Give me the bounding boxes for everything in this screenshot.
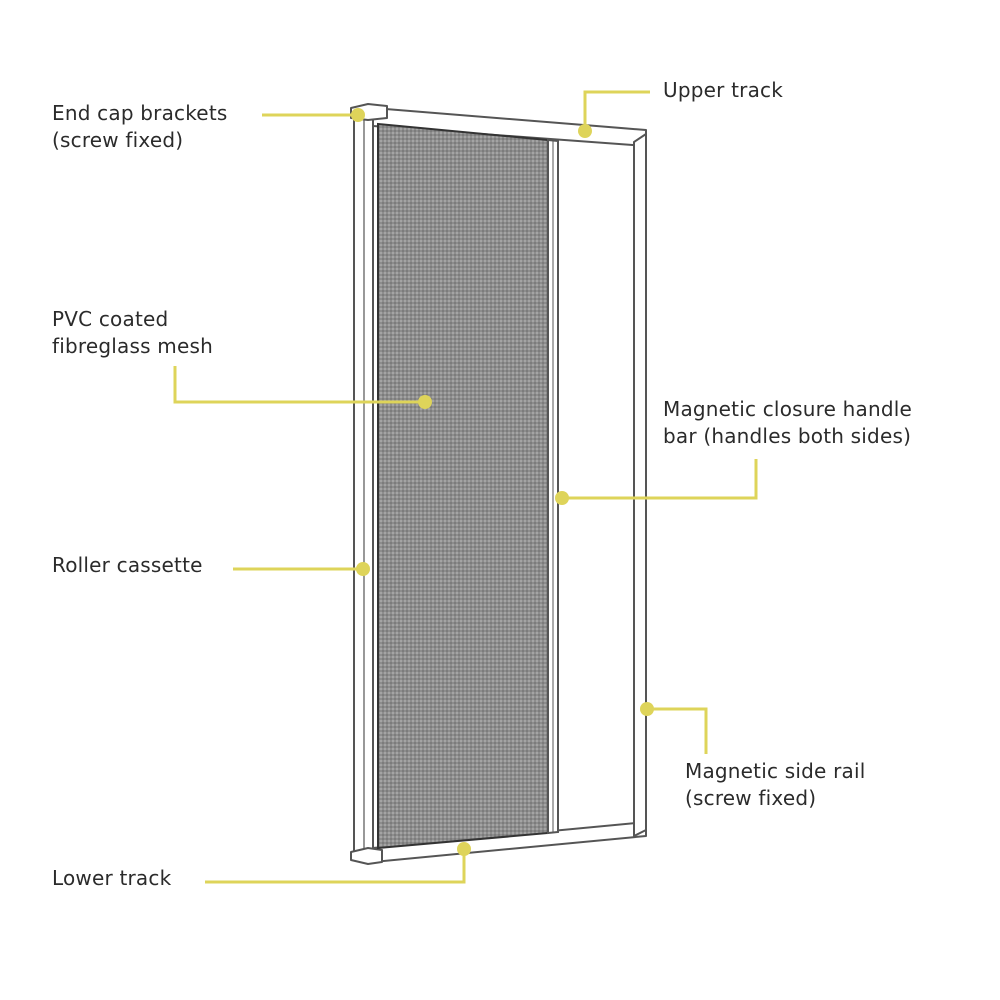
mesh-panel-shape: [377, 122, 549, 850]
callout-line-handle: [563, 459, 758, 500]
label-magnetic-handle: Magnetic closure handle bar (handles bot…: [663, 396, 912, 450]
label-roller-cassette: Roller cassette: [52, 552, 203, 579]
side-rail-shape: [633, 133, 647, 837]
handle-bar-shape: [547, 138, 559, 835]
callouts: [173, 90, 758, 884]
callout-dots: [351, 108, 654, 856]
callout-line-upper-track: [583, 90, 650, 130]
label-end-cap-brackets-line1: End cap brackets: [52, 101, 228, 125]
label-magnetic-side-rail: Magnetic side rail (screw fixed): [685, 758, 865, 812]
door-frame: [350, 103, 647, 865]
label-upper-track-line1: Upper track: [663, 78, 784, 102]
callout-dot-upper-track: [578, 124, 592, 138]
callout-dot-cassette: [356, 562, 370, 576]
callout-dot-side-rail: [640, 702, 654, 716]
label-magnetic-side-rail-line1: Magnetic side rail: [685, 759, 866, 783]
label-roller-cassette-line1: Roller cassette: [52, 553, 203, 577]
label-end-cap-brackets-line2: (screw fixed): [52, 128, 184, 152]
label-magnetic-handle-line2: bar (handles both sides): [663, 424, 912, 448]
callout-line-mesh: [173, 366, 425, 404]
label-pvc-mesh: PVC coated fibreglass mesh: [52, 306, 213, 360]
label-pvc-mesh-line2: fibreglass mesh: [52, 334, 213, 358]
label-magnetic-handle-line1: Magnetic closure handle: [663, 397, 913, 421]
label-pvc-mesh-line1: PVC coated: [52, 307, 169, 331]
end-cap-bracket-bottom: [350, 847, 383, 865]
label-lower-track: Lower track: [52, 865, 171, 892]
callout-line-side-rail: [646, 707, 708, 754]
callout-dot-end-cap: [351, 108, 365, 122]
label-lower-track-line1: Lower track: [52, 866, 172, 890]
callout-dot-mesh: [418, 395, 432, 409]
callout-line-lower-track: [205, 849, 466, 884]
label-upper-track: Upper track: [663, 77, 783, 104]
callout-dot-handle: [555, 491, 569, 505]
label-magnetic-side-rail-line2: (screw fixed): [685, 786, 817, 810]
callout-dot-lower-track: [457, 842, 471, 856]
label-end-cap-brackets: End cap brackets (screw fixed): [52, 100, 227, 154]
